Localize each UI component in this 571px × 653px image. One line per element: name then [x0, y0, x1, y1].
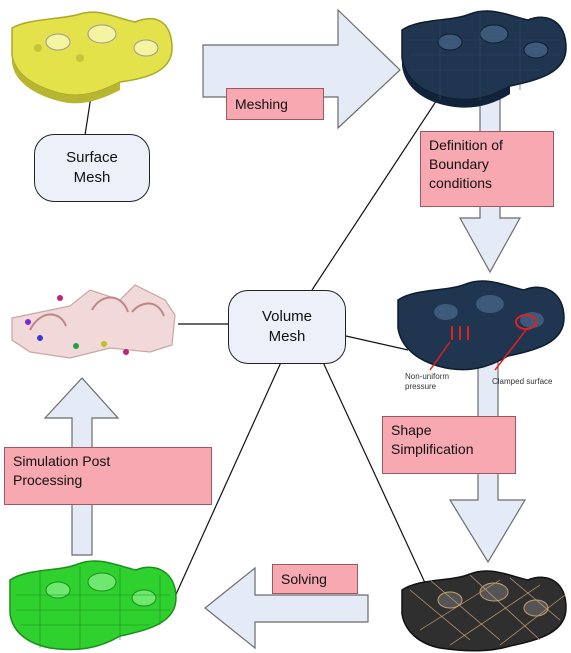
- arrow-solving: [204, 566, 369, 650]
- surface-mesh-part-image: [11, 11, 173, 104]
- volume-mesh-node: Volume Mesh: [228, 290, 346, 364]
- solving-label: Solving: [272, 564, 358, 594]
- arrow-meshing: [202, 8, 401, 130]
- shape-simplification-label: Shape Simplification: [382, 416, 516, 474]
- post-processing-part-image: [11, 284, 176, 359]
- simplified-part-image: [401, 570, 567, 652]
- connector-volume-bottomleft: [167, 359, 283, 613]
- connector-volume-top: [311, 79, 451, 291]
- annotation-non-uniform: Non-uniform pressure: [405, 372, 450, 391]
- annotation-clamped: Clamped surface: [492, 377, 553, 386]
- connector-volume-bottomright: [321, 359, 433, 599]
- solved-part-image: [9, 560, 177, 651]
- volume-mesh-part-image: [401, 10, 567, 108]
- meshing-label: Meshing: [226, 88, 324, 120]
- simulation-post-processing-label: Simulation Post Processing: [4, 447, 212, 505]
- boundary-conditions-label: Definition of Boundary conditions: [420, 131, 554, 207]
- connector-volume-right: [345, 335, 409, 351]
- boundary-conditions-part-image: [397, 280, 565, 371]
- surface-mesh-node: Surface Mesh: [34, 134, 150, 202]
